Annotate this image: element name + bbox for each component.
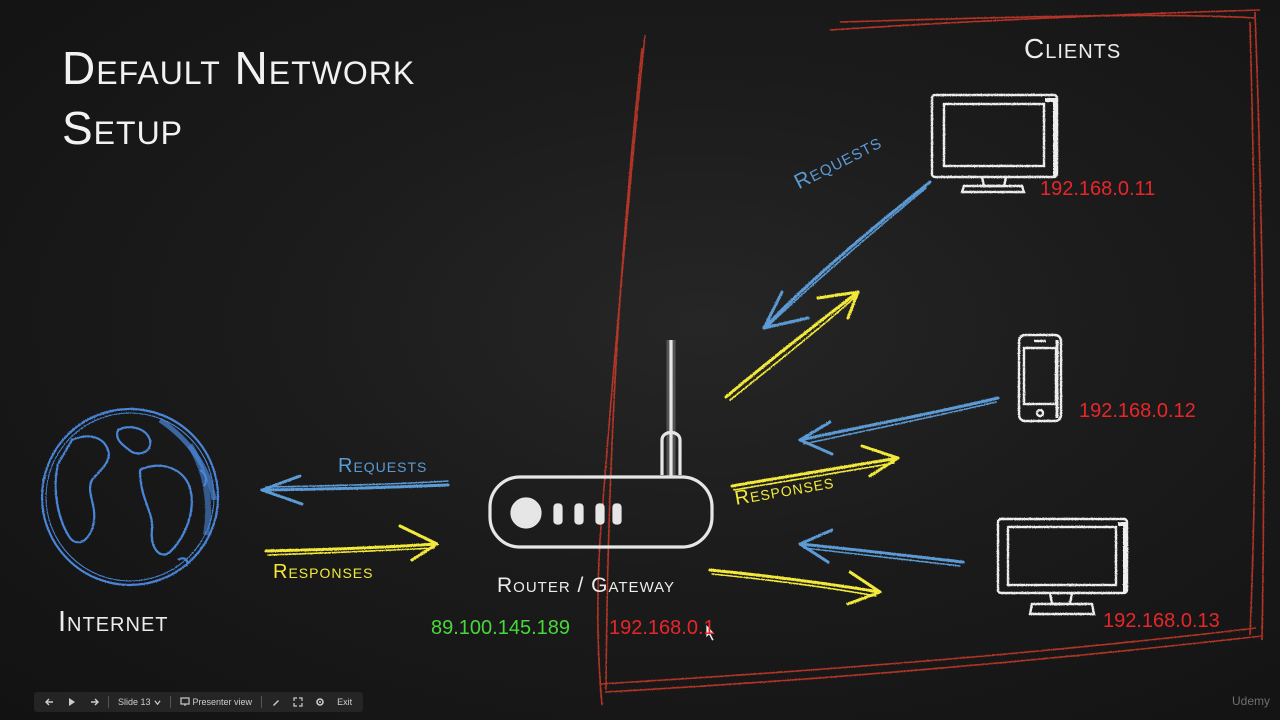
internet-label: Internet (58, 606, 169, 638)
client3-requests-arrow (798, 528, 965, 567)
exit-button[interactable]: Exit (334, 697, 355, 707)
previous-slide-button[interactable] (42, 697, 58, 707)
gear-icon (316, 698, 324, 706)
exit-label: Exit (337, 697, 353, 707)
client2-requests-arrow (798, 396, 1000, 456)
play-icon (69, 698, 75, 706)
internet-requests-arrow (260, 474, 450, 506)
toolbar-divider (169, 696, 171, 708)
arrow-right-icon (91, 698, 99, 706)
client1-ip: 192.168.0.11 (1040, 178, 1156, 200)
phone-icon (1017, 333, 1063, 423)
router-icon (488, 340, 714, 549)
fullscreen-button[interactable] (290, 697, 306, 707)
mouse-cursor-icon (705, 622, 716, 642)
local-network-boundary (597, 9, 1265, 706)
presenter-view-button[interactable]: Presenter view (177, 697, 256, 707)
monitor-icon (930, 93, 1059, 194)
globe-icon (40, 407, 220, 587)
toolbar-divider (108, 696, 109, 708)
arrow-left-icon (45, 698, 53, 706)
client3-responses-arrow (708, 568, 882, 606)
client2-responses-arrow (730, 444, 900, 491)
pen-icon (273, 700, 280, 706)
slide-title-line2: Setup (62, 102, 184, 154)
internet-requests-label: Requests (338, 455, 428, 477)
next-slide-button[interactable] (86, 697, 102, 707)
clients-label: Clients (1024, 33, 1122, 64)
client1-responses-arrow (724, 290, 860, 401)
slide-selector[interactable]: Slide 13 (115, 697, 164, 707)
internet-responses-label: Responses (273, 561, 374, 583)
presenter-screen-icon (179, 697, 190, 706)
slide-number-label: Slide 13 (118, 697, 151, 707)
chevron-down-icon (153, 699, 161, 705)
fullscreen-icon (293, 697, 303, 707)
router-private-ip: 192.168.0.1 (609, 617, 715, 639)
monitor-icon (996, 517, 1129, 616)
router-public-ip: 89.100.145.189 (431, 617, 571, 639)
toolbar-divider (261, 696, 263, 708)
client2-ip: 192.168.0.12 (1079, 400, 1196, 422)
slide-title-line1: Default Network (62, 42, 416, 94)
laser-pointer-button[interactable] (268, 697, 284, 707)
client3-ip: 192.168.0.13 (1103, 610, 1220, 632)
presentation-toolbar: Slide 13 Presenter view Exit (34, 692, 364, 712)
router-label: Router / Gateway (497, 574, 676, 597)
presenter-view-label: Presenter view (192, 697, 253, 707)
slide-title: Default Network Setup (62, 38, 415, 158)
settings-button[interactable] (312, 697, 328, 707)
play-button[interactable] (64, 697, 80, 707)
client1-requests-arrow (762, 180, 932, 330)
internet-responses-arrow (264, 524, 439, 562)
udemy-watermark: Udemy (1231, 694, 1270, 708)
